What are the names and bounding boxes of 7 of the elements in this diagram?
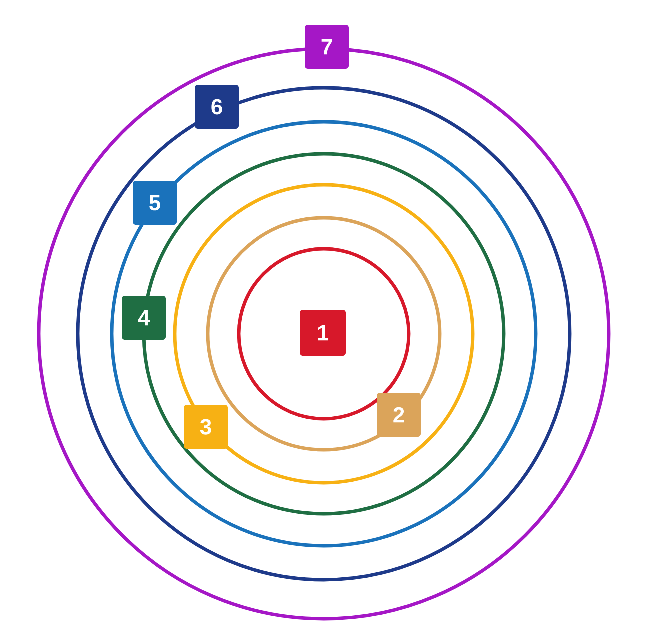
number-badge: 5 <box>133 181 177 225</box>
number-badge: 3 <box>184 405 228 449</box>
number-badge: 4 <box>122 296 166 340</box>
number-badge: 7 <box>305 25 349 69</box>
number-badge: 6 <box>195 85 239 129</box>
number-badge: 2 <box>377 393 421 437</box>
number-badge: 1 <box>300 310 346 356</box>
